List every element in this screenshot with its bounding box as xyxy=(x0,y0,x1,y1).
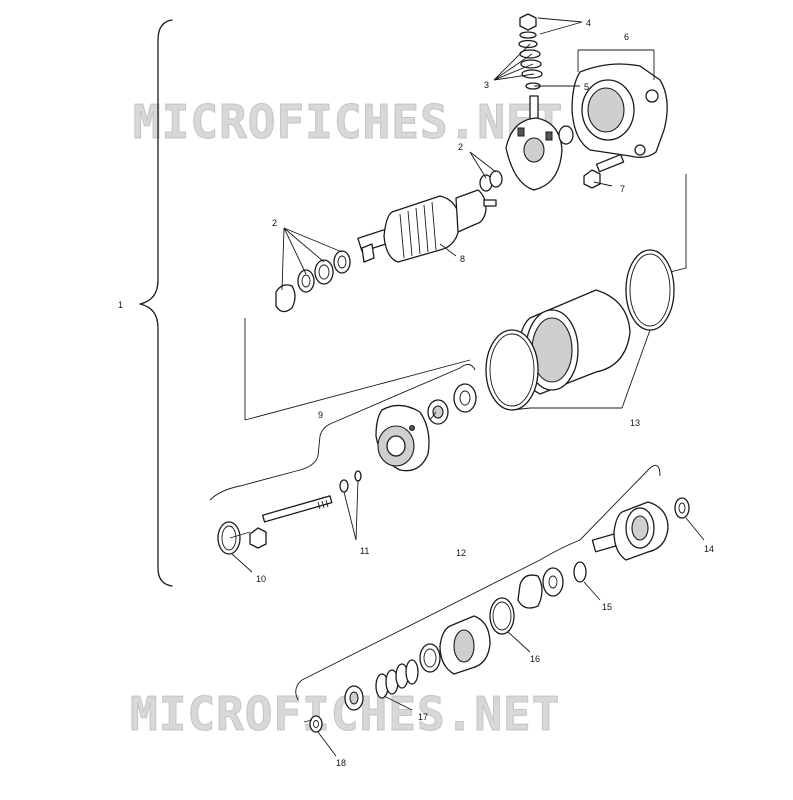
callout-2-left: 2 xyxy=(272,218,277,228)
stopper-split xyxy=(517,574,543,609)
watermark-top: MICROFICHES.NET xyxy=(133,95,563,149)
callout-5: 5 xyxy=(584,82,589,92)
brush-holder-plate xyxy=(505,117,563,191)
callout-16: 16 xyxy=(530,654,540,664)
callout-13: 13 xyxy=(630,418,640,428)
field-housing xyxy=(517,289,631,395)
callout-2-upper: 2 xyxy=(458,142,463,152)
leader-lines xyxy=(231,17,705,757)
ring-16 xyxy=(489,597,515,635)
assembly-brace xyxy=(139,19,173,587)
o-ring-13b xyxy=(485,329,539,411)
overrunning-clutch xyxy=(439,615,491,675)
bracket-9 xyxy=(209,364,476,501)
callout-6: 6 xyxy=(624,32,629,42)
through-bolt xyxy=(249,495,333,549)
o-ring-13a xyxy=(625,249,675,331)
washer-14 xyxy=(674,497,690,519)
callout-8: 8 xyxy=(460,254,465,264)
bearing xyxy=(453,383,477,413)
end-cover xyxy=(571,63,668,158)
washer-2b xyxy=(489,170,503,188)
callout-18: 18 xyxy=(336,758,346,768)
bushing-5 xyxy=(558,125,574,145)
sleeve xyxy=(419,643,441,673)
washer-18 xyxy=(309,715,323,733)
callout-15: 15 xyxy=(602,602,612,612)
callout-17: 17 xyxy=(418,712,428,722)
o-ring-10 xyxy=(217,521,241,555)
bolt-7 xyxy=(583,153,625,189)
nut-washer-stack xyxy=(518,13,543,121)
callout-12: 12 xyxy=(456,548,466,558)
callout-1: 1 xyxy=(118,300,123,310)
bracket-12 xyxy=(295,464,661,701)
washer-11a xyxy=(339,479,349,493)
washer-15a xyxy=(542,567,564,597)
spring-17 xyxy=(375,659,419,699)
callout-14: 14 xyxy=(704,544,714,554)
pinion-gear xyxy=(591,501,669,561)
callout-4: 4 xyxy=(586,18,591,28)
snap-ring-15 xyxy=(573,561,587,583)
callout-9: 9 xyxy=(318,410,323,420)
callout-7: 7 xyxy=(620,184,625,194)
callout-3: 3 xyxy=(484,80,489,90)
armature-washers xyxy=(275,250,351,313)
drive-end-housing xyxy=(375,404,430,472)
callout-11: 11 xyxy=(360,546,369,556)
callout-10: 10 xyxy=(256,574,266,584)
washer-11b xyxy=(354,470,362,482)
armature xyxy=(357,189,497,263)
